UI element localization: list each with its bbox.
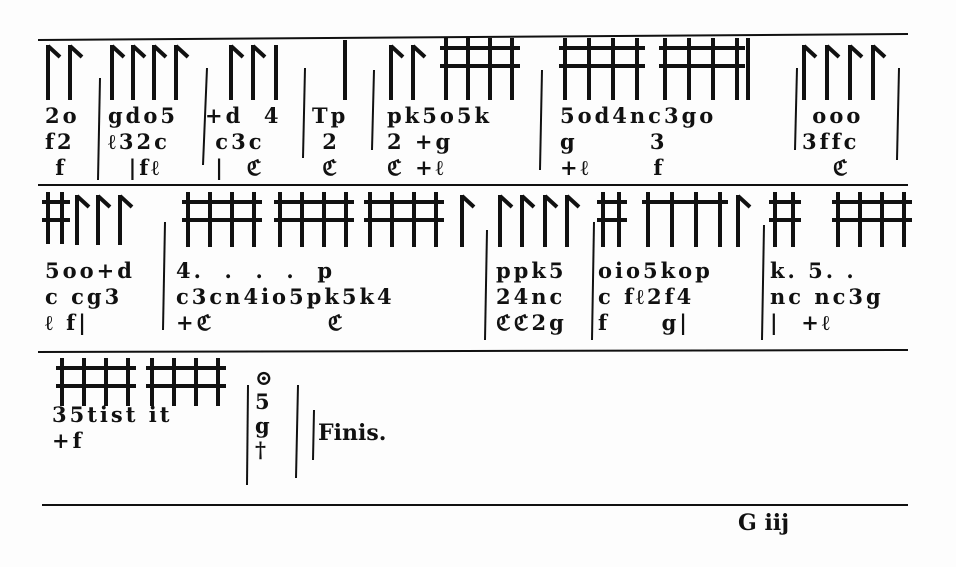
- rhythm-flag: [411, 44, 427, 59]
- measure: 4. . . . p c3cn4io5pk5k4 +ℭ ℭ: [176, 258, 395, 335]
- measure: Tp 2 ℭ: [312, 103, 349, 180]
- rhythm-flag: [229, 44, 245, 59]
- rhythm-flag: [565, 194, 581, 209]
- barline: [794, 67, 798, 151]
- rule-line: [37, 349, 909, 353]
- barline: [591, 221, 595, 341]
- final-chord: ⊙ 5 g †: [255, 365, 276, 462]
- rhythm-flag: [543, 194, 559, 209]
- measure: ppk5 24nc ℭℭ2g: [496, 258, 567, 335]
- rhythm-flag: [118, 194, 134, 209]
- barline: [484, 229, 488, 341]
- measure: oio5kop c fℓ2f4 f g|: [598, 258, 713, 335]
- barline: [97, 77, 101, 181]
- measure: +d 4 c3c | ℭ: [205, 103, 282, 180]
- rhythm-flag: [152, 44, 168, 59]
- rhythm-flag: [96, 194, 112, 209]
- barline: [312, 409, 315, 461]
- rhythm-flag: [520, 194, 536, 209]
- measure: 35tist it +f: [52, 402, 173, 453]
- rhythm-flag: [848, 44, 864, 59]
- rhythm-flag: [871, 44, 887, 59]
- rhythm-flag: [131, 44, 147, 59]
- barline: [761, 224, 765, 341]
- barline: [246, 384, 249, 486]
- measure: gdo5 ℓ32c |fℓ: [108, 103, 178, 180]
- barline: [202, 67, 208, 166]
- rhythm-flag: [110, 44, 126, 59]
- measure: ooo 3ffc ℭ: [802, 103, 864, 180]
- measure: 2o f2 f: [45, 103, 80, 180]
- barline: [896, 67, 900, 161]
- barline: [295, 384, 299, 479]
- finis-label: Finis.: [318, 420, 387, 446]
- signature-mark: G iij: [738, 510, 790, 536]
- rhythm-flag: [736, 194, 752, 209]
- barline: [302, 67, 306, 159]
- measure: 5od4nc3go g 3 +ℓ f: [560, 103, 717, 180]
- measure: k. 5. . nc nc3g | +ℓ: [770, 258, 884, 335]
- rhythm-flag: [174, 44, 190, 59]
- rhythm-flag: [75, 194, 91, 209]
- measure: pk5o5k 2 +g ℭ +ℓ: [387, 103, 493, 180]
- rhythm-flag: [460, 194, 476, 209]
- rhythm-flag: [498, 194, 514, 209]
- rhythm-flag: [825, 44, 841, 59]
- measure: 5oo+d c cg3 ℓ f|: [45, 258, 135, 335]
- rhythm-flag: [802, 44, 818, 59]
- rhythm-flag: [68, 44, 84, 59]
- rhythm-flag: [251, 44, 267, 59]
- rhythm-flag: [46, 44, 62, 59]
- rhythm-flag: [389, 44, 405, 59]
- barline: [539, 69, 543, 171]
- barline: [371, 69, 375, 151]
- barline: [162, 221, 166, 331]
- rule-line: [37, 33, 909, 41]
- fermata: ⊙: [255, 365, 276, 390]
